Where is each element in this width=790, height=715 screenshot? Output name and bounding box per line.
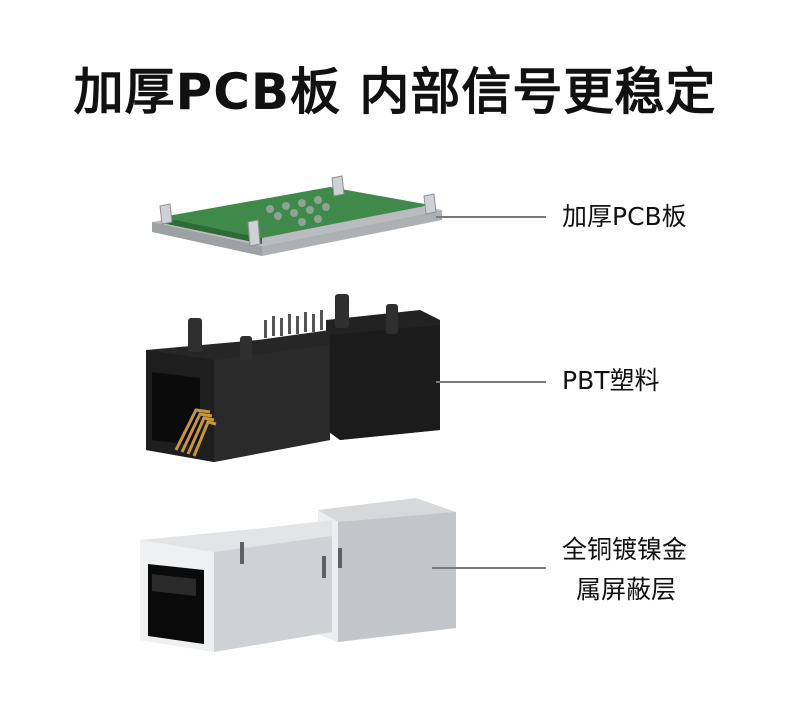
pcb-leader-line (436, 216, 546, 218)
plastic-housing-image (146, 294, 440, 462)
pcb-board-image (152, 175, 442, 256)
plastic-label: PBT塑料 (562, 366, 660, 395)
shield-leader-line (432, 567, 546, 569)
metal-shield-image (140, 498, 456, 652)
shield-label-line1: 全铜镀镍金 (562, 535, 688, 564)
pcb-label: 加厚PCB板 (562, 202, 687, 231)
page-title: 加厚PCB板 内部信号更稳定 (73, 63, 717, 121)
shield-label-line2: 属屏蔽层 (576, 575, 677, 604)
plastic-leader-line (436, 381, 546, 383)
